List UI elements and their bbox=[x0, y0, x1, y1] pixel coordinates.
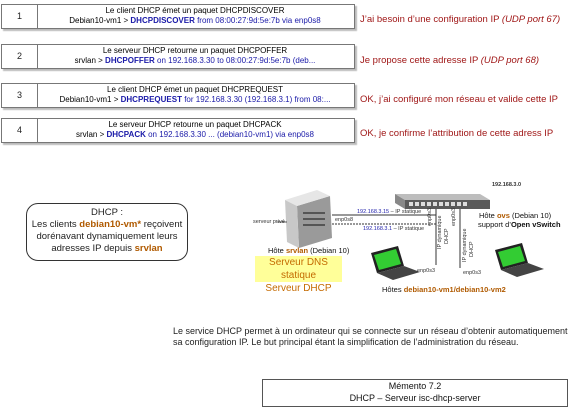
ovs-support-label: support d’Open vSwitch bbox=[478, 220, 561, 229]
step-title: Le client DHCP émet un paquet DHCPREQUES… bbox=[107, 85, 283, 94]
step-response-2: Je propose cette adresse IP (UDP port 68… bbox=[360, 55, 539, 66]
callout-highlight: srvlan bbox=[134, 243, 163, 254]
step-response-1: J’ai besoin d’une configuration IP (UDP … bbox=[360, 14, 560, 25]
step-host: srvlan > bbox=[76, 130, 107, 139]
label-highlight: ovs bbox=[496, 211, 510, 220]
vm-hosts-label: Hôtes debian10-vm1/debian10-vm2 bbox=[382, 285, 506, 294]
step-detail-line: srvlan > DHCPOFFER on 192.168.3.30 to 08… bbox=[38, 56, 352, 66]
step-body: Le client DHCP émet un paquet DHCPREQUES… bbox=[38, 85, 352, 105]
step-number: 2 bbox=[2, 45, 38, 68]
callout-line: Les clients debian10-vm* reçoivent bbox=[27, 219, 187, 231]
step-response-4: OK, je confirme l’attribution de cette a… bbox=[360, 128, 553, 139]
step-detail-line: srvlan > DHCPACK on 192.168.3.30 ... (de… bbox=[38, 130, 352, 140]
memento-number: Mémento 7.2 bbox=[388, 381, 442, 391]
step-title: Le serveur DHCP retourne un paquet DHCPO… bbox=[102, 46, 288, 55]
callout-line: dorénavant dynamiquement leurs bbox=[36, 231, 178, 242]
step-host: Debian10-vm1 > bbox=[69, 16, 131, 25]
laptop-icon-vm1 bbox=[371, 246, 420, 280]
label-text: Hôtes bbox=[382, 285, 404, 294]
ip-dynamic-label-1: IP dynamique bbox=[437, 215, 443, 249]
step-body: Le serveur DHCP retourne un paquet DHCPA… bbox=[38, 120, 352, 140]
dhcp-description: Le service DHCP permet à un ordinateur q… bbox=[173, 326, 568, 347]
step-title: Le client DHCP émet un paquet DHCPDISCOV… bbox=[105, 6, 285, 15]
step-packet: DHCPDISCOVER bbox=[130, 16, 195, 25]
ip-text: – IP statique bbox=[392, 226, 425, 232]
callout-text: adresses IP depuis bbox=[51, 243, 135, 254]
step-detail: for 192.168.3.30 (192.168.3.1) from 08:.… bbox=[181, 95, 331, 104]
response-text: Je propose cette adresse IP bbox=[360, 55, 481, 66]
laptop-icon-vm2 bbox=[495, 243, 544, 277]
memento-title: DHCP – Serveur isc-dhcp-server bbox=[349, 393, 481, 403]
vm1-interface-label: enp0s3 bbox=[417, 268, 436, 274]
callout-line: adresses IP depuis srvlan bbox=[27, 243, 187, 255]
step-host: srvlan > bbox=[74, 56, 106, 65]
step-body: Le serveur DHCP retourne un paquet DHCPO… bbox=[38, 46, 352, 66]
callout-text: reçoivent bbox=[141, 219, 183, 230]
dhcp-label-1: DHCP bbox=[444, 228, 450, 244]
ovs-port-label-1: enp0s3 bbox=[427, 207, 433, 226]
ip-dynamic-label-2: IP dynamique bbox=[462, 228, 468, 262]
step-packet: DHCPOFFER bbox=[105, 56, 155, 65]
step-number: 1 bbox=[2, 5, 38, 28]
memento-box: Mémento 7.2 DHCP – Serveur isc-dhcp-serv… bbox=[262, 379, 568, 407]
role-dns: Serveur DNS statique bbox=[269, 257, 328, 281]
step-detail-line: Debian10-vm1 > DHCPREQUEST for 192.168.3… bbox=[38, 95, 352, 105]
response-note: (UDP port 68) bbox=[480, 55, 540, 66]
ovs-port-label-2: enp0s3 bbox=[451, 207, 457, 226]
dhcp-callout: DHCP : Les clients debian10-vm* reçoiven… bbox=[26, 203, 188, 261]
server-icon bbox=[285, 190, 332, 248]
label-highlight: debian10-vm1/debian10-vm2 bbox=[403, 285, 506, 294]
step-number: 3 bbox=[2, 84, 38, 107]
ip-value: 192.168.3.15 bbox=[357, 209, 390, 215]
label-text: support d’ bbox=[478, 220, 511, 229]
ip-value: 192.168.3.1 bbox=[363, 226, 393, 232]
ip-static-label-2: 192.168.3.1 – IP statique bbox=[363, 226, 424, 232]
network-label: 192.168.3.0 bbox=[492, 182, 522, 188]
ovs-host-label: Hôte ovs (Debian 10) bbox=[479, 211, 551, 220]
label-highlight: srvlan bbox=[285, 246, 309, 255]
step-packet: DHCPREQUEST bbox=[120, 95, 182, 104]
callout-text: Les clients bbox=[31, 219, 80, 230]
server-label: serveur privé bbox=[253, 219, 285, 225]
step-body: Le client DHCP émet un paquet DHCPDISCOV… bbox=[38, 6, 352, 26]
label-text: (Debian 10) bbox=[509, 211, 552, 220]
step-detail: on 192.168.3.30 to 08:00:27:9d:5e:7b (de… bbox=[154, 56, 316, 65]
step-title: Le serveur DHCP retourne un paquet DHCPA… bbox=[108, 120, 282, 129]
vm2-interface-label: enp0s3 bbox=[463, 270, 482, 276]
ip-text: – IP statique bbox=[389, 209, 422, 215]
response-text: J’ai besoin d’une configuration IP bbox=[360, 14, 502, 25]
srvlan-interface-label: enp0s8 bbox=[335, 217, 354, 223]
step-response-3: OK, j’ai configuré mon réseau et valide … bbox=[360, 94, 558, 105]
step-box-4: 4 Le serveur DHCP retourne un paquet DHC… bbox=[1, 118, 355, 143]
step-packet: DHCPACK bbox=[106, 130, 146, 139]
role-dhcp: Serveur DHCP bbox=[265, 283, 332, 294]
label-text: (Debian 10) bbox=[308, 246, 350, 255]
step-box-3: 3 Le client DHCP émet un paquet DHCPREQU… bbox=[1, 83, 355, 108]
step-box-2: 2 Le serveur DHCP retourne un paquet DHC… bbox=[1, 44, 355, 69]
callout-highlight: debian10-vm* bbox=[79, 219, 142, 230]
step-detail: on 192.168.3.30 ... (debian10-vm1) via e… bbox=[145, 130, 314, 139]
label-text: Hôte bbox=[268, 246, 286, 255]
ip-static-label-1: 192.168.3.15 – IP statique bbox=[357, 209, 421, 215]
step-detail: from 08:00:27:9d:5e:7b via enp0s8 bbox=[194, 16, 321, 25]
callout-title: DHCP : bbox=[90, 207, 124, 218]
step-detail-line: Debian10-vm1 > DHCPDISCOVER from 08:00:2… bbox=[38, 16, 352, 26]
response-note: (UDP port 67) bbox=[501, 14, 561, 25]
srvlan-host-label: Hôte srvlan (Debian 10) bbox=[268, 246, 349, 255]
label-highlight: Open vSwitch bbox=[510, 220, 561, 229]
step-host: Debian10-vm1 > bbox=[59, 95, 121, 104]
step-number: 4 bbox=[2, 119, 38, 142]
response-text: OK, je confirme l’attribution de cette a… bbox=[360, 128, 554, 139]
srvlan-roles-box: Serveur DNS statique Serveur DHCP bbox=[255, 256, 342, 294]
step-box-1: 1 Le client DHCP émet un paquet DHCPDISC… bbox=[1, 4, 355, 29]
dhcp-label-2: DHCP bbox=[469, 241, 475, 257]
label-text: Hôte bbox=[479, 211, 497, 220]
switch-icon bbox=[395, 194, 490, 209]
response-text: OK, j’ai configuré mon réseau et valide … bbox=[360, 94, 559, 105]
